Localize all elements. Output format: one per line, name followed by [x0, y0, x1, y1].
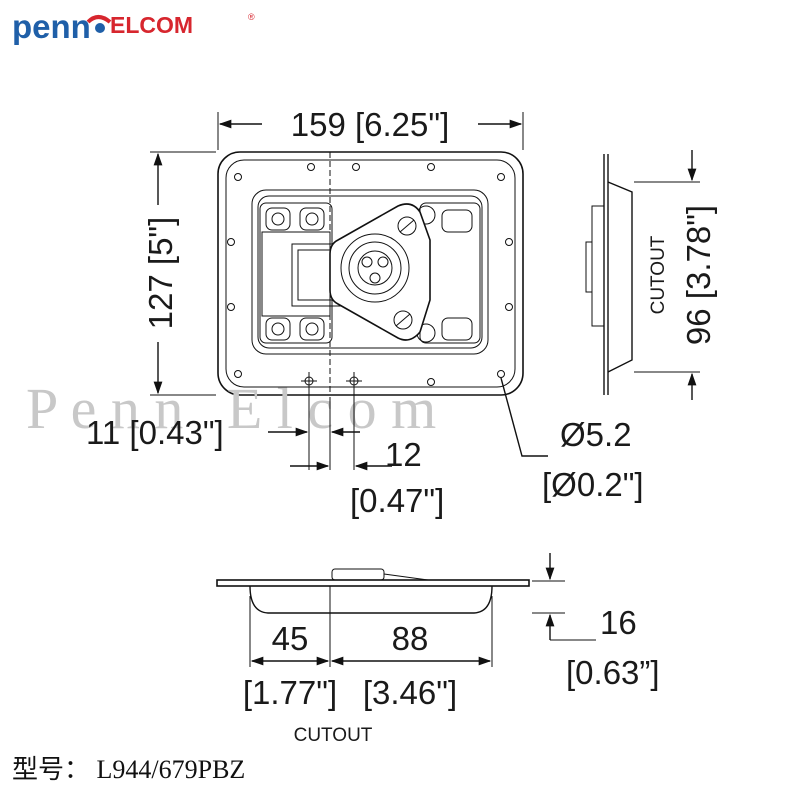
cutout-height-label: 96 [3.78"]	[680, 205, 717, 345]
logo-registered-mark: ®	[248, 12, 255, 22]
right-cutout-mm-label: 88	[392, 620, 429, 657]
right-cutout-in-label: [3.46"]	[363, 674, 457, 711]
offset-12-in-label: [0.47"]	[350, 482, 444, 519]
bottom-cutout-label: CUTOUT	[294, 725, 373, 746]
depth-mm-label: 16	[600, 604, 637, 641]
hole-dia-in-label: [Ø0.2"]	[542, 466, 644, 503]
width-dimension: 159 [6.25"]	[217, 106, 524, 150]
width-dim-label: 159 [6.25"]	[291, 106, 450, 143]
bottom-view: 45 88 [1.77"] [3.46"] CUTOUT 16 [0.63”]	[216, 553, 660, 746]
side-view: 96 [3.78"] CUTOUT	[585, 150, 717, 400]
watermark: P e n n E l c o m	[26, 376, 436, 441]
lever-plate	[329, 203, 431, 341]
height-dimension: 127 [5"]	[142, 151, 216, 396]
offset-12-mm-label: 12	[385, 436, 422, 473]
depth-in-label: [0.63”]	[566, 654, 660, 691]
hole-offset-dimensions: 11 [0.43"] 12 [0.47"]	[86, 372, 444, 519]
front-view	[217, 151, 524, 396]
logo-swoosh-icon	[86, 15, 112, 24]
hole-dia-mm-label: Ø5.2	[560, 416, 632, 453]
offset-11-label: 11 [0.43"]	[86, 414, 224, 451]
penn-elcom-logo: penn ELCOM ®	[12, 8, 255, 45]
model-number: 型号： L944/679PBZ	[12, 755, 245, 784]
height-dim-label: 127 [5"]	[142, 217, 179, 330]
logo-penn-text: penn	[12, 8, 91, 45]
logo-elcom-text: ELCOM	[110, 12, 193, 38]
left-cutout-in-label: [1.77"]	[243, 674, 337, 711]
lock-cylinder	[340, 233, 410, 303]
dish-outline	[251, 189, 489, 355]
side-cutout-label: CUTOUT	[648, 235, 669, 314]
hole-diameter-callout: Ø5.2 [Ø0.2"]	[500, 377, 644, 503]
left-cutout-mm-label: 45	[272, 620, 309, 657]
flange-holes	[227, 163, 513, 386]
